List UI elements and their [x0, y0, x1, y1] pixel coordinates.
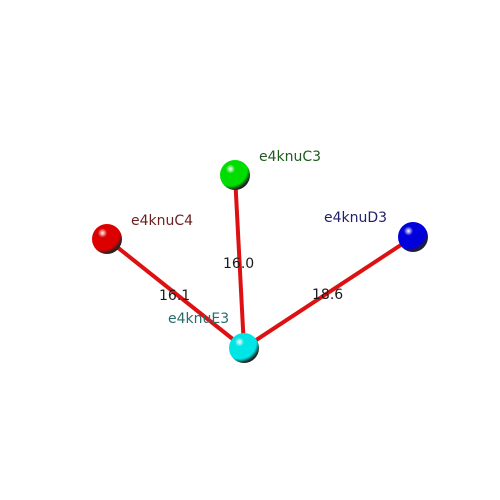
- distance-label: 16.1: [159, 288, 190, 304]
- edges-layer: [105, 173, 415, 350]
- atom-node-c4: [92, 224, 122, 254]
- nodes-layer: [92, 160, 428, 363]
- atom-node-d3: [398, 222, 428, 252]
- node-label-c3: e4knuC3: [259, 149, 321, 165]
- edge-e3-c4: [105, 237, 246, 350]
- distance-labels-layer: 16.1 16.0 18.6: [159, 256, 343, 304]
- node-label-c4: e4knuC4: [131, 213, 193, 229]
- distance-label: 16.0: [223, 256, 254, 272]
- atom-node-e3: [229, 333, 259, 363]
- node-label-d3: e4knuD3: [324, 210, 387, 226]
- atom-node-c3: [220, 160, 250, 190]
- node-label-e3: e4knuE3: [168, 311, 229, 327]
- edge-e3-d3: [242, 235, 415, 350]
- node-labels-layer: e4knuC3 e4knuC4 e4knuD3 e4knuE3: [131, 149, 387, 327]
- distance-label: 18.6: [312, 287, 343, 303]
- edge-e3-c3: [233, 173, 246, 350]
